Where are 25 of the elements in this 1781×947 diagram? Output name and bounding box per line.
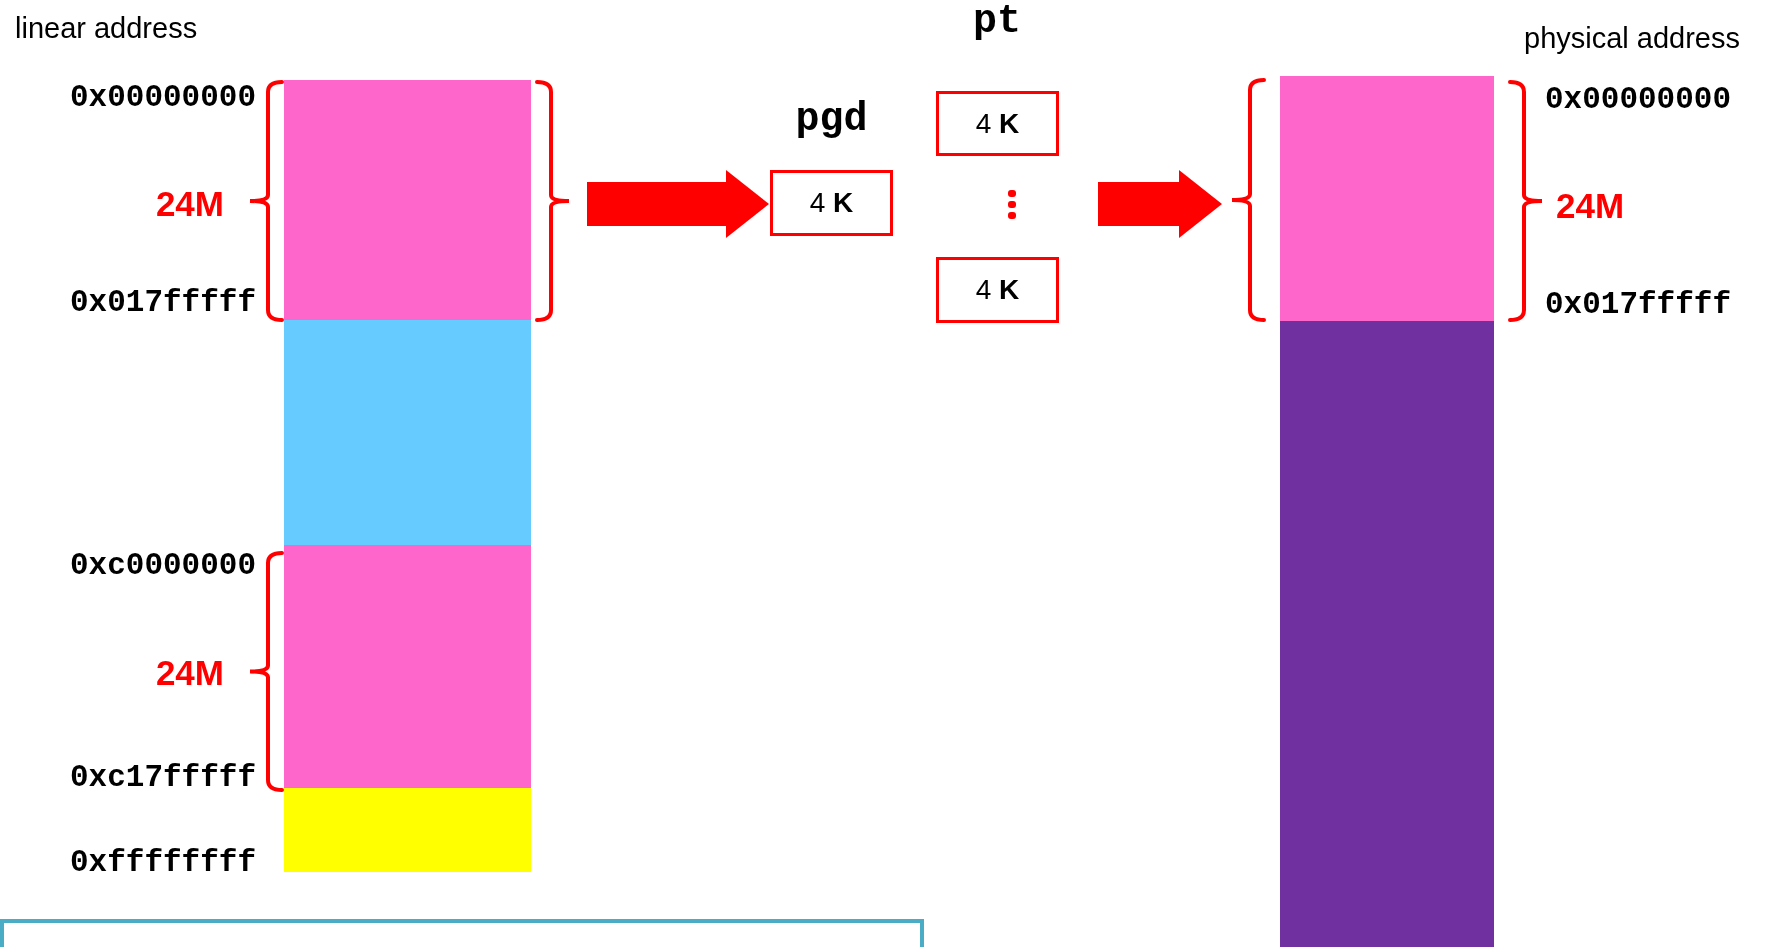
page-table-box: 4 K [936,257,1059,323]
memory-segment [1280,76,1494,321]
size-label: 24M [1556,188,1625,223]
block-arrow [587,170,769,238]
memory-segment [1280,321,1494,947]
table-heading: pt [973,2,1021,42]
axis-caption: linear address [15,14,198,43]
size-label: 24M [155,655,224,690]
address-label: 0x00000000 [1545,84,1732,115]
address-label: 0xc17fffff [69,762,256,793]
memory-segment [284,545,531,788]
page-table-box: 4 K [936,91,1059,156]
address-label: 0xc0000000 [69,550,256,581]
block-arrow [1098,170,1222,238]
axis-caption: physical address [1524,24,1740,53]
address-label: 0x017fffff [69,287,256,318]
table-heading: pgd [795,100,868,140]
address-label: 0x00000000 [69,82,256,113]
size-label: 24M [155,186,224,221]
memory-segment [284,320,531,545]
address-label: 0x017fffff [1545,289,1732,320]
address-label: 0xffffffff [69,847,256,878]
memory-segment [284,80,531,320]
memory-segment [284,788,531,872]
page-table-box: 4 K [770,170,893,236]
